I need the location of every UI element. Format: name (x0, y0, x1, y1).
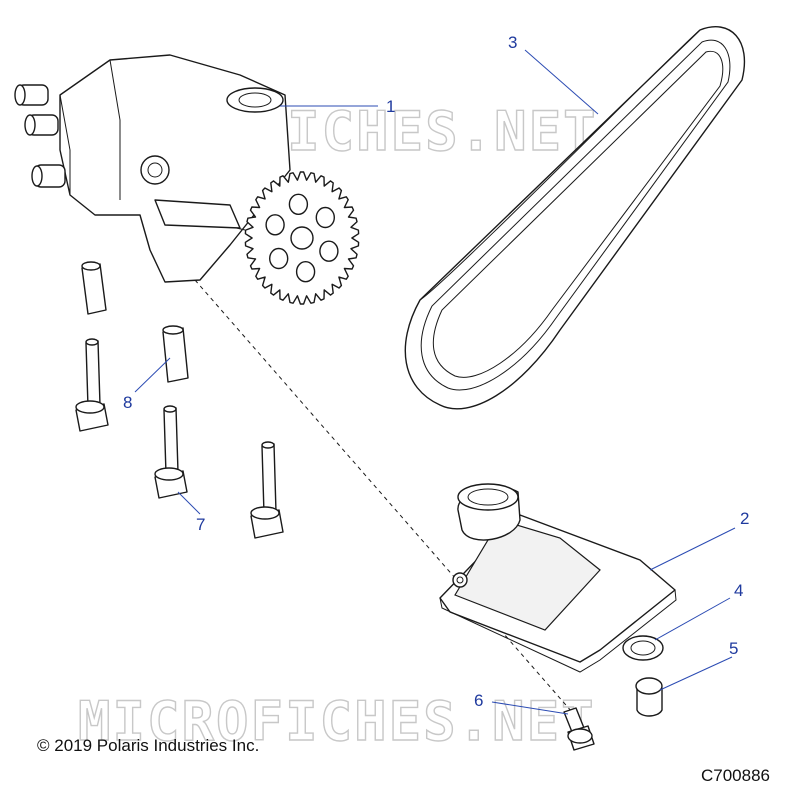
oil-pump (14, 54, 291, 283)
callout-1: 1 (386, 97, 395, 116)
o-ring (622, 635, 664, 661)
callout-4: 4 (734, 581, 743, 600)
copyright-notice: © 2019 Polaris Industries Inc. (37, 736, 260, 755)
bolt (75, 338, 109, 432)
leader-line-3 (524, 49, 599, 115)
callout-5: 5 (729, 639, 738, 658)
bolt (250, 441, 284, 539)
sprocket-hole (265, 214, 285, 236)
drive-belt (404, 26, 746, 410)
callout-2: 2 (740, 509, 749, 528)
leader-line-6 (491, 701, 569, 715)
sprocket-hole (269, 247, 289, 270)
drain-plug (635, 677, 663, 717)
leader-line-5 (659, 656, 733, 691)
sprocket-hub (290, 226, 314, 250)
leader-line-7 (177, 491, 201, 515)
callout-7: 7 (196, 515, 205, 534)
bolt (154, 405, 188, 499)
diagram-code: C700886 (701, 766, 771, 785)
dowel-pin (81, 261, 107, 315)
sprocket-hole (319, 240, 339, 262)
sprocket-hole (315, 206, 335, 229)
leader-line-2 (649, 527, 736, 571)
dowel-pin (162, 325, 189, 383)
watermark-bottom: MICROFICHES.NET (78, 690, 596, 753)
leader-line-4 (654, 597, 731, 641)
callout-8: 8 (123, 393, 132, 412)
leader-line-8 (134, 357, 171, 393)
oil-pickup-cover (439, 483, 677, 673)
sprocket-hole (288, 193, 309, 216)
sprocket (244, 171, 360, 305)
sprocket-hole (295, 261, 316, 283)
callout-3: 3 (508, 33, 517, 52)
bolt (563, 707, 595, 751)
callout-6: 6 (474, 691, 483, 710)
